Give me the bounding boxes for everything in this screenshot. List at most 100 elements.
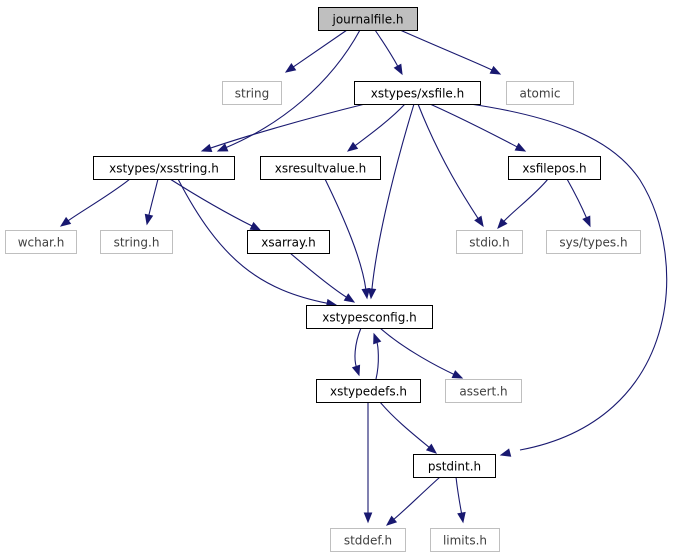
node-label: xstypes/xsfile.h bbox=[371, 87, 465, 101]
edge-line bbox=[417, 103, 480, 220]
node-box bbox=[260, 156, 381, 180]
node-label: wchar.h bbox=[18, 236, 65, 250]
edge-line bbox=[379, 327, 455, 376]
edge-line bbox=[169, 178, 254, 227]
node-label: assert.h bbox=[459, 385, 507, 399]
edge-line bbox=[289, 252, 348, 299]
edge-arrowhead bbox=[425, 443, 438, 454]
edge-line bbox=[354, 327, 362, 368]
edge-pstdint-to-stddef bbox=[385, 476, 441, 526]
node-label: xstypedefs.h bbox=[330, 385, 407, 399]
edge-arrowhead bbox=[489, 65, 502, 75]
node-box bbox=[330, 528, 406, 552]
node-box bbox=[100, 230, 173, 254]
edge-line bbox=[354, 103, 406, 147]
edge-line bbox=[469, 103, 668, 451]
node-label: limits.h bbox=[443, 534, 487, 548]
node-label: stddef.h bbox=[344, 534, 392, 548]
node-box bbox=[413, 454, 496, 478]
edge-line bbox=[502, 178, 549, 223]
edge-xsfile-to-xstypesconfig bbox=[367, 103, 415, 300]
edge-xsstring-to-wchar bbox=[59, 178, 131, 227]
node-limits: limits.h bbox=[430, 528, 500, 552]
edge-arrowhead bbox=[361, 288, 371, 300]
node-journalfile[interactable]: journalfile.h bbox=[318, 7, 418, 31]
node-systypes: sys/types.h bbox=[546, 230, 641, 254]
edge-arrowhead bbox=[393, 63, 403, 76]
node-xstypedefs[interactable]: xstypedefs.h bbox=[316, 379, 421, 403]
edge-line bbox=[379, 401, 431, 449]
edge-line bbox=[324, 178, 367, 291]
edge-line bbox=[374, 29, 399, 68]
node-box bbox=[546, 230, 641, 254]
edge-xstypedefs-to-xstypesconfig bbox=[373, 332, 382, 380]
edge-arrowhead bbox=[582, 215, 591, 228]
node-box bbox=[316, 379, 421, 403]
edge-xsresultvalue-to-xstypesconfig bbox=[324, 178, 371, 300]
edge-arrowhead bbox=[216, 143, 229, 152]
edge-xsfile-to-pstdint bbox=[469, 103, 668, 457]
node-label: xstypes/xsstring.h bbox=[109, 162, 219, 176]
edge-line bbox=[566, 178, 588, 219]
node-label: pstdint.h bbox=[428, 460, 481, 474]
edge-xsfile-to-xsstring bbox=[200, 103, 366, 153]
node-string: string bbox=[222, 81, 282, 105]
edge-arrowhead bbox=[385, 515, 398, 526]
node-stdio: stdio.h bbox=[456, 230, 523, 254]
node-box bbox=[5, 230, 77, 254]
edge-pstdint-to-limits bbox=[455, 476, 466, 524]
edge-line bbox=[67, 178, 131, 222]
node-label: string bbox=[235, 87, 269, 101]
node-label: xsarray.h bbox=[261, 236, 316, 250]
node-pstdint[interactable]: pstdint.h bbox=[413, 454, 496, 478]
node-label: xstypesconfig.h bbox=[322, 311, 417, 325]
edge-xsstring-to-xsarray bbox=[169, 178, 262, 231]
edge-arrowhead bbox=[59, 216, 72, 227]
edge-xstypesconfig-to-xstypedefs bbox=[351, 327, 362, 377]
node-stddef: stddef.h bbox=[330, 528, 406, 552]
edges-layer bbox=[59, 29, 668, 526]
node-box bbox=[506, 81, 574, 105]
node-box bbox=[222, 81, 282, 105]
edge-line bbox=[455, 476, 463, 515]
node-box bbox=[93, 156, 235, 180]
node-xsarray[interactable]: xsarray.h bbox=[247, 230, 330, 254]
edge-line bbox=[392, 476, 441, 521]
node-xsfilepos[interactable]: xsfilepos.h bbox=[508, 156, 601, 180]
edge-arrowhead bbox=[346, 141, 359, 152]
node-box bbox=[430, 528, 500, 552]
edge-xsfile-to-xsfilepos bbox=[429, 103, 527, 152]
edge-arrowhead bbox=[351, 364, 361, 377]
edge-arrowhead bbox=[373, 332, 382, 345]
edge-line bbox=[209, 103, 366, 149]
edge-line bbox=[225, 29, 361, 149]
node-box bbox=[456, 230, 523, 254]
edge-line bbox=[177, 178, 329, 304]
node-wchar: wchar.h bbox=[5, 230, 77, 254]
edge-xsfile-to-stdio bbox=[417, 103, 484, 228]
node-label: atomic bbox=[519, 87, 560, 101]
node-xsfile[interactable]: xstypes/xsfile.h bbox=[354, 81, 481, 105]
edge-line bbox=[148, 178, 159, 217]
node-label: xsfilepos.h bbox=[522, 162, 586, 176]
node-box bbox=[306, 305, 433, 329]
nodes-layer: journalfile.h string xstypes/xsfile.h atomi… bbox=[5, 7, 641, 552]
edge-arrowhead bbox=[497, 217, 508, 230]
node-label: sys/types.h bbox=[559, 236, 627, 250]
node-label: string.h bbox=[114, 236, 160, 250]
node-assert: assert.h bbox=[445, 379, 522, 403]
edge-line bbox=[371, 103, 415, 291]
edge-arrowhead bbox=[284, 63, 297, 73]
node-xsstring[interactable]: xstypes/xsstring.h bbox=[93, 156, 235, 180]
edge-line bbox=[375, 341, 379, 380]
edge-arrowhead bbox=[144, 213, 154, 226]
node-atomic: atomic bbox=[506, 81, 574, 105]
edge-arrowhead bbox=[514, 142, 527, 152]
edge-xsfile-to-xsresultvalue bbox=[346, 103, 406, 152]
node-xsresultvalue[interactable]: xsresultvalue.h bbox=[260, 156, 381, 180]
edge-arrowhead bbox=[249, 221, 262, 231]
edge-xsfilepos-to-systypes bbox=[566, 178, 591, 228]
node-xstypesconfig[interactable]: xstypesconfig.h bbox=[306, 305, 433, 329]
edge-xstypedefs-to-pstdint bbox=[379, 401, 438, 454]
